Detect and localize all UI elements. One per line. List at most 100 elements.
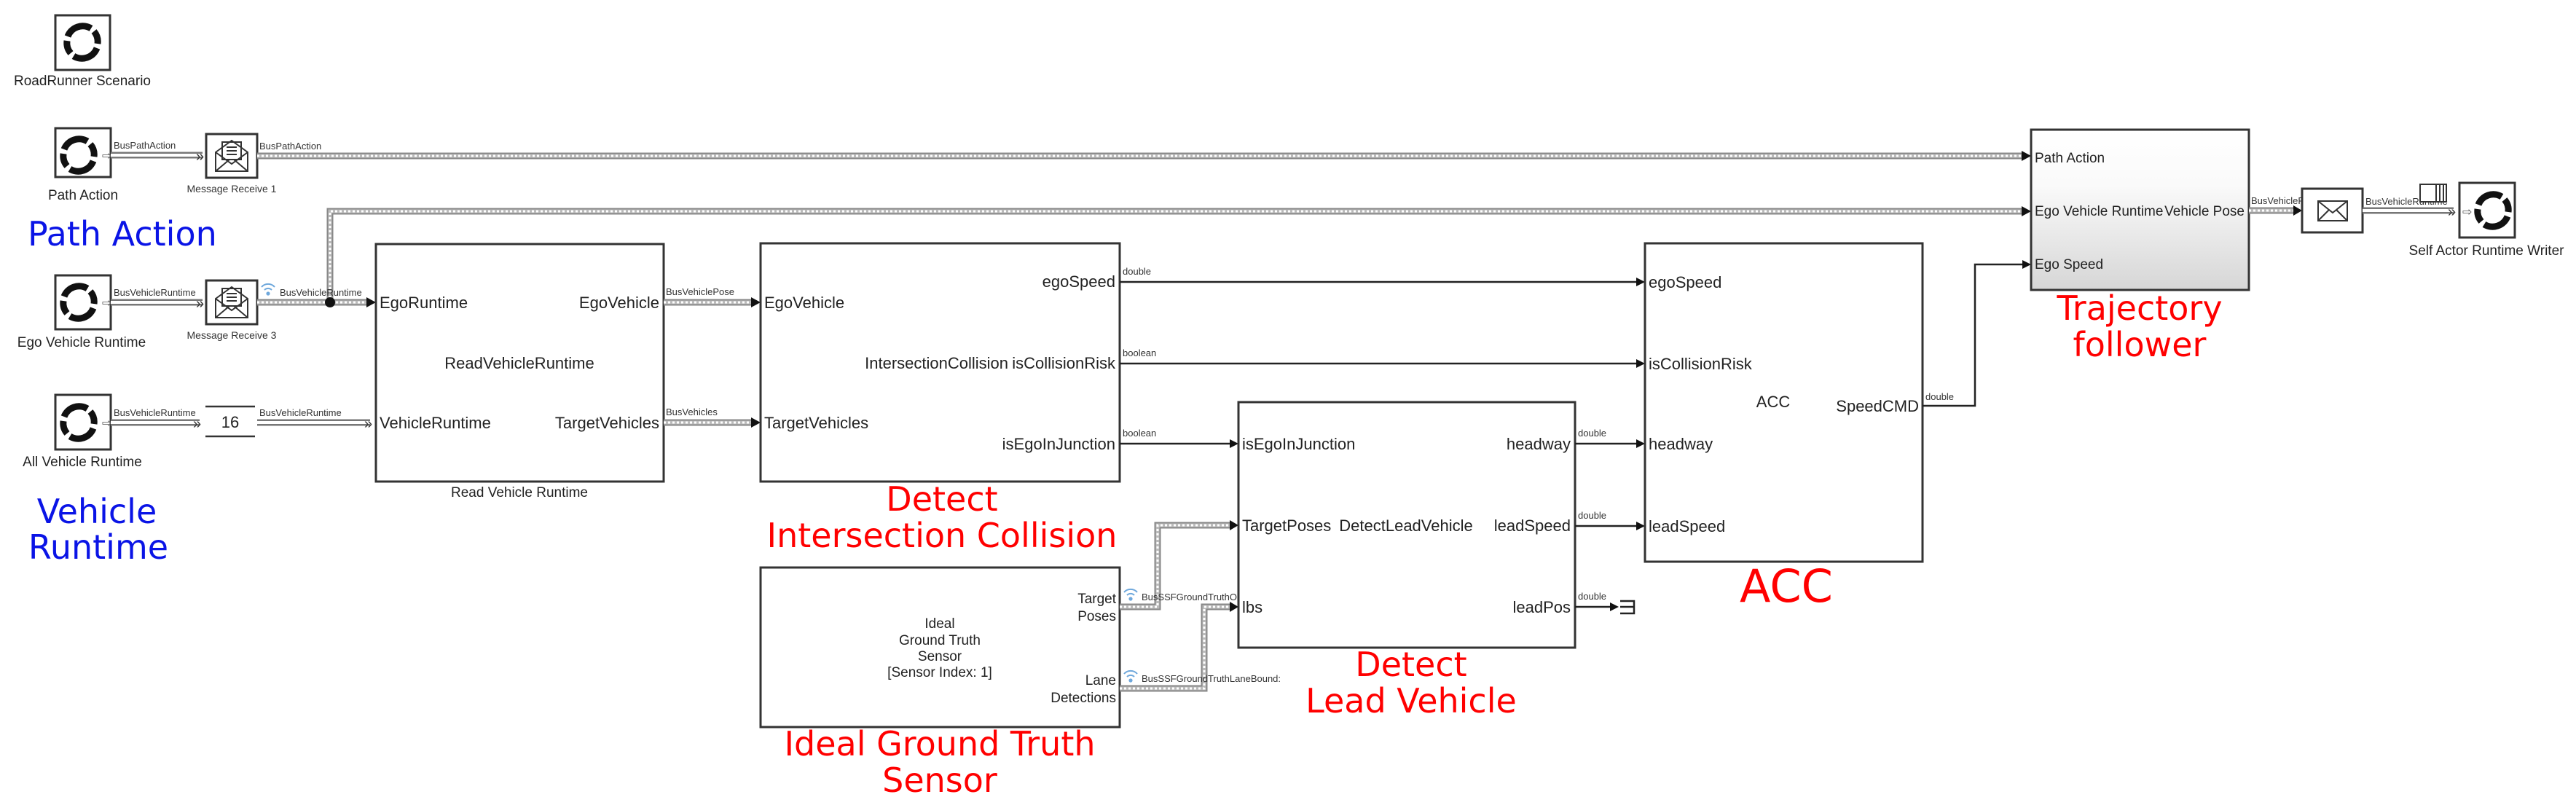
- signal-lead-speed[interactable]: double: [1575, 510, 1645, 530]
- signal-ego-runtime-out[interactable]: BusVehicleRuntime: [257, 206, 2031, 307]
- annotation-ideal-ground-truth-sensor-line2: Sensor: [882, 761, 997, 800]
- input-port-target-poses: TargetPoses: [1242, 517, 1331, 535]
- queue-icon: [2419, 184, 2447, 203]
- read-vehicle-runtime-frame: [374, 243, 665, 483]
- message-send-block[interactable]: [2301, 187, 2364, 234]
- signal-ego-runtime-in[interactable]: » BusVehicleRuntime: [111, 287, 204, 312]
- message-arrow-icon: »: [364, 416, 372, 432]
- input-port-arrow-icon: ⇨: [2462, 205, 2472, 219]
- ego-vehicle-runtime-label: Ego Vehicle Runtime: [17, 335, 146, 350]
- input-port-ego-vehicle: EgoVehicle: [764, 294, 844, 312]
- signal-label: double: [1578, 510, 1606, 521]
- signal-ego-vehicle-pose[interactable]: BusVehiclePose: [664, 286, 761, 307]
- annotation-vehicle-runtime-line2: Runtime: [28, 527, 168, 567]
- path-action-block[interactable]: ⇨ Path Action: [48, 127, 118, 203]
- input-port-ego-speed: egoSpeed: [1649, 273, 1721, 291]
- signal-label: BusSSFGroundTruthObjects1: [1142, 592, 1267, 602]
- wireless-signal-icon: [1123, 588, 1138, 602]
- input-port-is-collision-risk: isCollisionRisk: [1649, 355, 1753, 373]
- signal-label: boolean: [1123, 347, 1156, 358]
- signal-is-ego-in-junction[interactable]: boolean: [1120, 428, 1238, 448]
- message-arrow-icon: »: [2448, 204, 2456, 220]
- input-port-path-action: Path Action: [2035, 151, 2105, 166]
- input-port-lbs: lbs: [1242, 598, 1263, 616]
- signal-all-runtime-in[interactable]: » BusVehicleRuntime: [111, 407, 201, 432]
- output-port-is-ego-in-junction: isEgoInJunction: [1002, 435, 1115, 453]
- signal-ego-speed[interactable]: double: [1120, 266, 1645, 286]
- detect-lead-vehicle-inner-name: DetectLeadVehicle: [1339, 517, 1472, 535]
- signal-writer-in[interactable]: » BusVehicleRuntime: [2363, 184, 2456, 220]
- input-port-is-ego-in-junction: isEgoInJunction: [1242, 435, 1355, 453]
- trajectory-follower-block[interactable]: Path Action Ego Vehicle Runtime Ego Spee…: [2030, 128, 2250, 291]
- signal-path-action-in[interactable]: » BusPathAction: [111, 140, 204, 165]
- output-port-arrow-icon: ⇨: [102, 296, 111, 310]
- output-port-lane-detections-line1: Lane: [1085, 673, 1116, 688]
- signal-target-vehicles[interactable]: BusVehicles: [664, 407, 761, 428]
- arrow-head-icon: [751, 417, 761, 428]
- arrow-head-icon: [2022, 260, 2031, 269]
- output-port-lead-pos: leadPos: [1512, 598, 1571, 616]
- annotation-ideal-ground-truth-sensor-line1: Ideal Ground Truth: [784, 724, 1095, 763]
- signal-label: boolean: [1123, 428, 1156, 439]
- arrow-head-icon: [1230, 520, 1238, 530]
- intersection-collision-block[interactable]: EgoVehicle TargetVehicles egoSpeed isCol…: [759, 242, 1121, 483]
- input-port-ego-runtime: EgoRuntime: [380, 294, 468, 312]
- detect-lead-vehicle-block[interactable]: isEgoInJunction TargetPoses lbs headway …: [1237, 401, 1576, 649]
- signal-lead-pos[interactable]: double: [1575, 591, 1619, 611]
- acc-block[interactable]: egoSpeed isCollisionRisk headway leadSpe…: [1644, 242, 1924, 563]
- message-receive-1-label: Message Receive 1: [187, 183, 277, 195]
- output-port-vehicle-pose: Vehicle Pose: [2164, 204, 2245, 219]
- annotation-acc: ACC: [1740, 559, 1833, 613]
- signal-target-poses[interactable]: BusSSFGroundTruthObjects1: [1120, 520, 1267, 610]
- arrow-head-icon: [1636, 522, 1645, 530]
- intersection-collision-inner-name: IntersectionCollision: [865, 354, 1008, 372]
- output-port-target-vehicles: TargetVehicles: [555, 414, 659, 432]
- signal-headway[interactable]: double: [1575, 428, 1645, 448]
- sensor-inner-line3: Sensor: [918, 649, 962, 664]
- signal-lane-detections[interactable]: BusSSFGroundTruthLaneBound:: [1120, 602, 1281, 692]
- arrow-head-icon: [1636, 278, 1645, 286]
- message-receive-1-block[interactable]: Message Receive 1: [187, 133, 277, 195]
- output-port-target-poses-line2: Poses: [1077, 609, 1116, 624]
- signal-label: double: [1123, 266, 1151, 277]
- sensor-inner-line1: Ideal: [924, 616, 954, 632]
- arrow-head-icon: [2022, 206, 2031, 216]
- all-vehicle-runtime-block[interactable]: ⇨ All Vehicle Runtime: [23, 393, 142, 470]
- terminator-block[interactable]: [1620, 600, 1635, 615]
- output-port-ego-speed: egoSpeed: [1042, 272, 1115, 291]
- signal-label: BusVehicles: [666, 407, 718, 417]
- annotation-trajectory-follower-line1: Trajectory: [2056, 288, 2222, 328]
- acc-inner-name: ACC: [1756, 393, 1791, 411]
- message-receive-3-block[interactable]: Message Receive 3: [187, 279, 277, 341]
- annotation-detect-lead-vehicle-line2: Lead Vehicle: [1305, 681, 1517, 720]
- output-port-ego-vehicle: EgoVehicle: [579, 294, 659, 312]
- branch-point: [325, 297, 335, 307]
- signal-all-runtime-out[interactable]: » BusVehicleRuntime: [257, 407, 372, 432]
- annotation-path-action: Path Action: [28, 214, 217, 254]
- roadrunner-scenario-block[interactable]: RoadRunner Scenario: [14, 14, 151, 89]
- output-port-arrow-icon: ⇨: [102, 416, 111, 430]
- message-arrow-icon: »: [193, 416, 201, 432]
- signal-label: BusVehicleRuntime: [280, 287, 362, 298]
- signal-path-action-out[interactable]: BusPathAction: [257, 141, 2031, 161]
- self-actor-runtime-writer-block[interactable]: ⇨ Self Actor Runtime Writer: [2409, 181, 2565, 259]
- output-port-speed-cmd: SpeedCMD: [1836, 397, 1919, 415]
- roadrunner-scenario-label: RoadRunner Scenario: [14, 74, 151, 89]
- signal-label: double: [1925, 391, 1954, 402]
- ideal-ground-truth-sensor-block[interactable]: Ideal Ground Truth Sensor [Sensor Index:…: [759, 566, 1121, 729]
- sensor-inner-line4: [Sensor Index: 1]: [887, 665, 992, 680]
- queue-16-block[interactable]: 16: [205, 405, 255, 438]
- signal-is-collision-risk[interactable]: boolean: [1120, 347, 1645, 368]
- input-port-lead-speed: leadSpeed: [1649, 517, 1725, 535]
- intersection-collision-frame: [759, 242, 1121, 483]
- read-vehicle-runtime-block[interactable]: EgoRuntime VehicleRuntime EgoVehicle Tar…: [374, 243, 665, 500]
- path-action-label: Path Action: [48, 188, 118, 203]
- output-port-arrow-icon: ⇨: [102, 149, 111, 162]
- signal-label: BusVehicleRuntime: [114, 287, 196, 298]
- self-actor-runtime-writer-label: Self Actor Runtime Writer: [2409, 243, 2565, 259]
- output-port-headway: headway: [1507, 435, 1571, 453]
- signal-speed-cmd[interactable]: double: [1923, 260, 2031, 407]
- signal-label: BusPathAction: [259, 141, 321, 152]
- annotation-vehicle-runtime-line1: Vehicle: [37, 492, 157, 531]
